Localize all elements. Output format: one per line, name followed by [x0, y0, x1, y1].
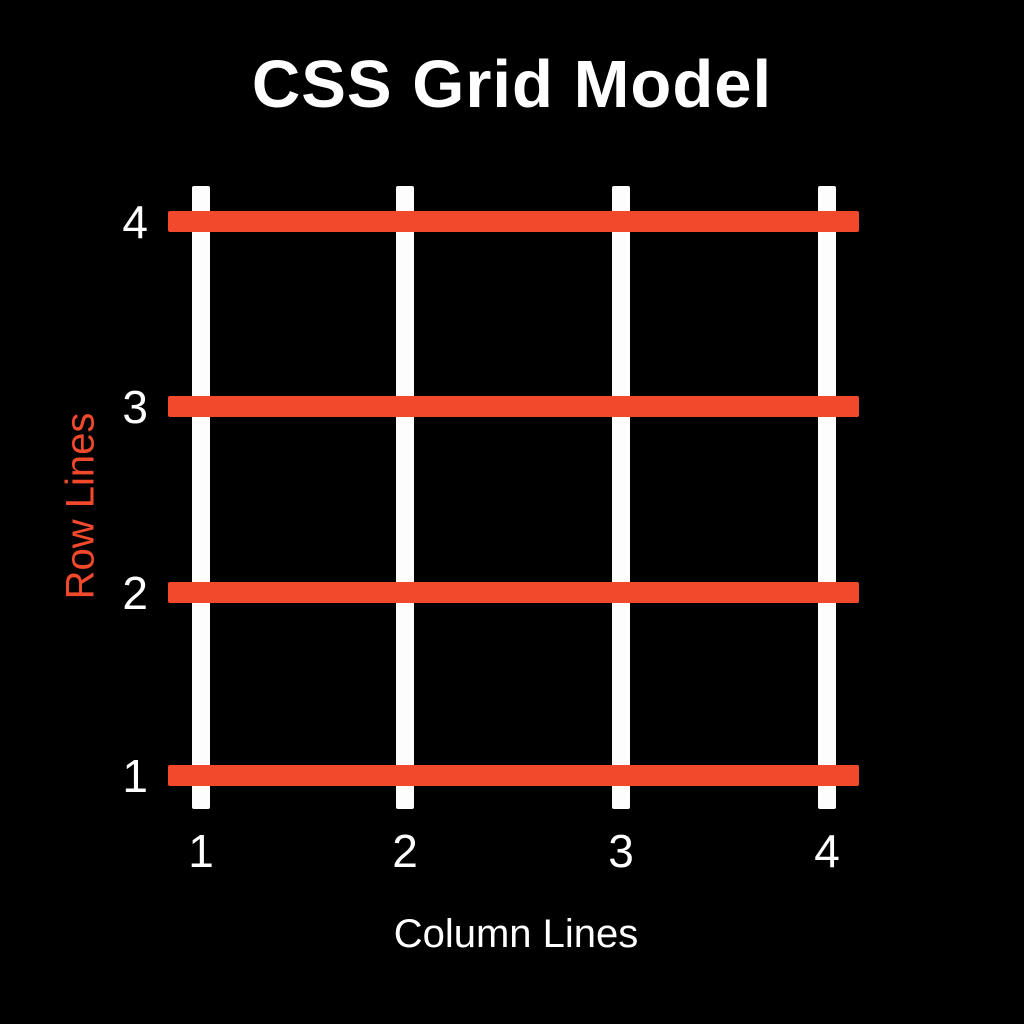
- column-axis-label: Column Lines: [393, 912, 639, 956]
- row-line-label-1: 1: [122, 750, 148, 802]
- column-line-label-4: 4: [814, 825, 840, 877]
- column-line-label-1: 1: [188, 825, 214, 877]
- row-line-4: [168, 211, 859, 232]
- column-line-1: [192, 186, 210, 809]
- row-line-1: [168, 765, 859, 786]
- row-line-3: [168, 396, 859, 417]
- column-line-2: [396, 186, 414, 809]
- row-axis-label: Row Lines: [58, 412, 103, 600]
- row-line-label-3: 3: [122, 381, 148, 433]
- row-line-label-4: 4: [122, 196, 148, 248]
- column-line-label-2: 2: [392, 825, 418, 877]
- row-line-label-2: 2: [122, 567, 148, 619]
- column-line-3: [612, 186, 630, 809]
- column-line-4: [818, 186, 836, 809]
- row-line-2: [168, 582, 859, 603]
- diagram-title: CSS Grid Model: [251, 47, 773, 122]
- column-line-label-3: 3: [608, 825, 634, 877]
